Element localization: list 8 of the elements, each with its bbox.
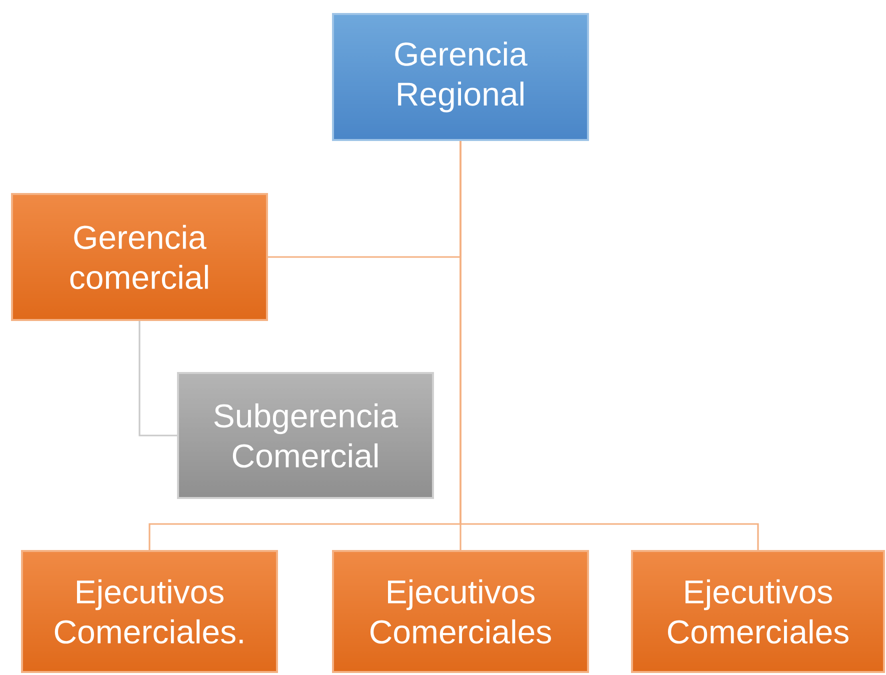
org-box: Subgerencia Comercial	[177, 372, 434, 499]
connector-line	[138, 321, 177, 436]
org-box: Ejecutivos Comerciales	[631, 550, 885, 673]
org-box: Ejecutivos Comerciales	[332, 550, 589, 673]
org-box: Gerencia Regional	[332, 13, 589, 141]
org-box: Ejecutivos Comerciales.	[21, 550, 278, 673]
connector-line	[460, 141, 759, 550]
org-box: Gerencia comercial	[11, 193, 268, 321]
